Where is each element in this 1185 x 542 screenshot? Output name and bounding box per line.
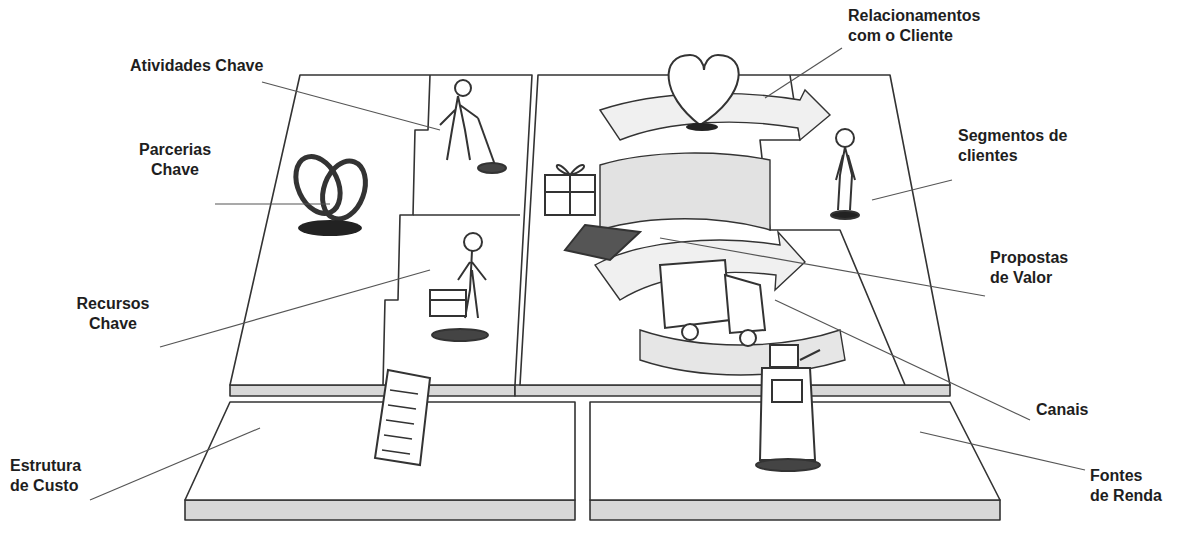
part-label: Parcerias Chave	[135, 140, 215, 180]
part-label: Canais	[1036, 400, 1088, 420]
part-label: Segmentos de clientes	[958, 126, 1088, 166]
part-label: Fontes de Renda	[1090, 466, 1164, 506]
part-label: Atividades Chave	[130, 56, 263, 76]
part-label: Propostas de Valor	[990, 248, 1080, 288]
part-label: Recursos Chave	[72, 294, 154, 334]
part-label: Estrutura de Custo	[10, 456, 95, 496]
part-label: Relacionamentos com o Cliente	[848, 6, 998, 46]
